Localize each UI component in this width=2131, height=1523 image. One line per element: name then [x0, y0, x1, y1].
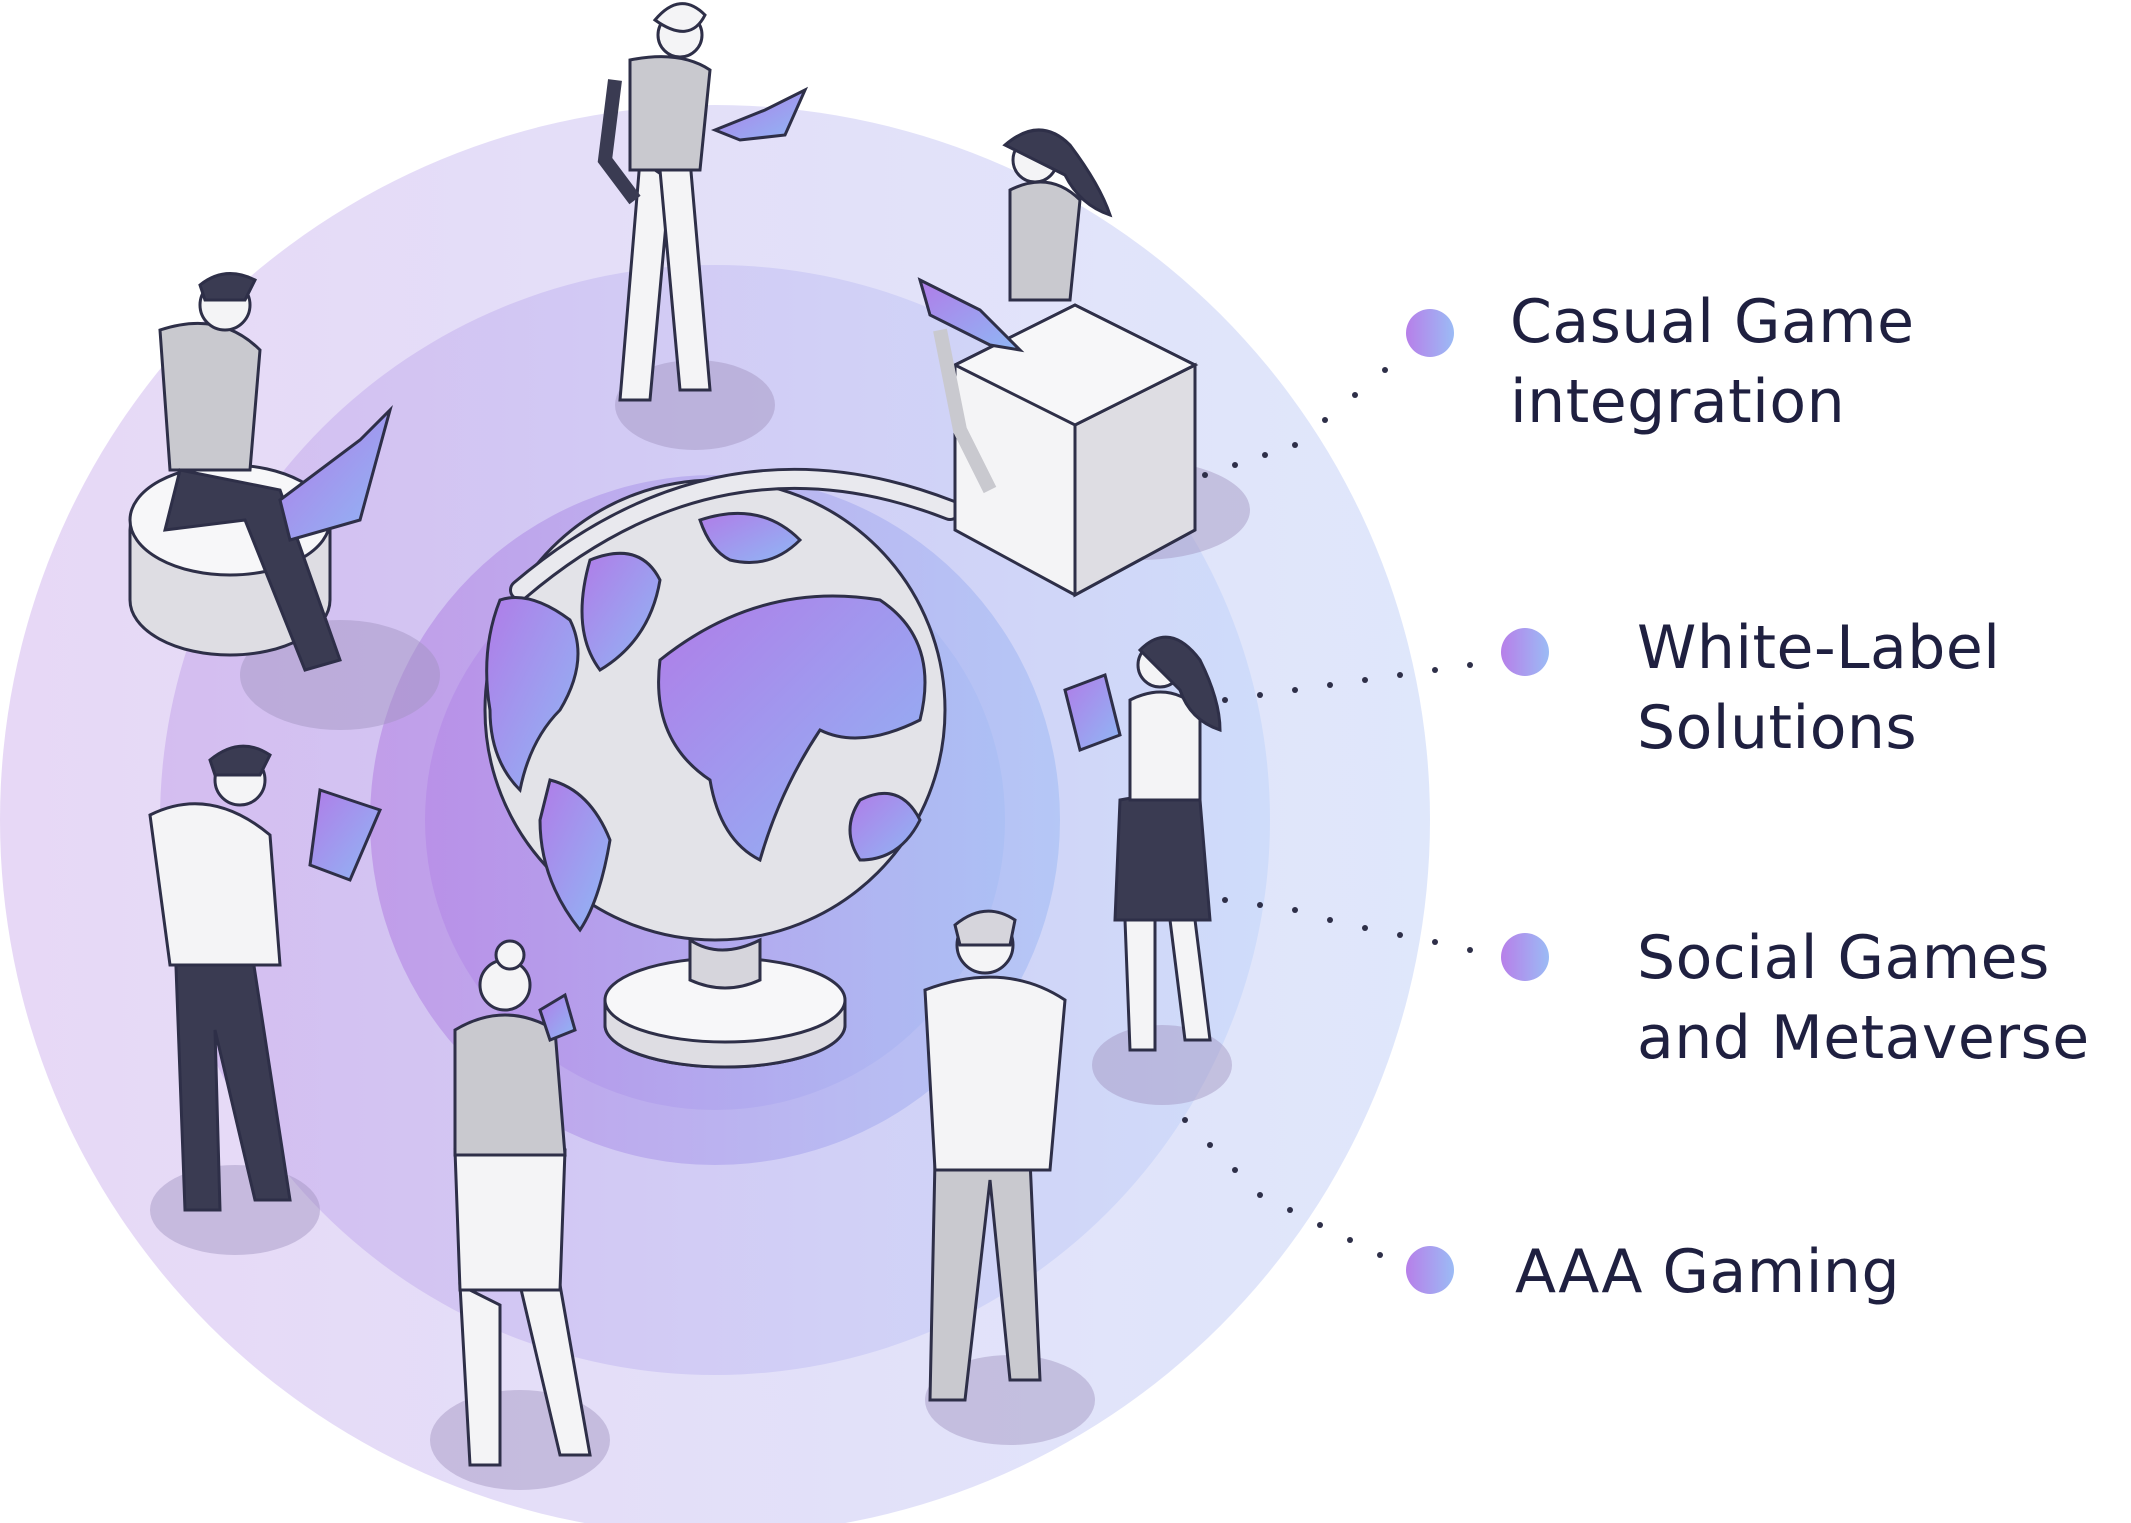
label-line: Solutions	[1637, 693, 1918, 763]
gradient-dot-icon	[1406, 309, 1454, 357]
label-line: Social Games	[1637, 923, 2050, 993]
label-casual-game-integration: Casual Game integration	[1510, 282, 1915, 442]
label-line: and Metaverse	[1637, 1003, 2090, 1073]
connector-aaa	[1182, 1117, 1383, 1258]
person-woman-tablet-right	[1063, 635, 1222, 1052]
label-line: White-Label	[1637, 613, 2001, 683]
label-line: integration	[1510, 367, 1846, 437]
label-line: AAA Gaming	[1515, 1237, 1901, 1307]
connector-social	[1222, 897, 1473, 953]
label-white-label-solutions: White-Label Solutions	[1637, 608, 2000, 768]
person-on-stool-laptop	[128, 272, 393, 672]
label-line: Casual Game	[1510, 287, 1915, 357]
connector-white	[1222, 662, 1473, 703]
label-social-games-metaverse: Social Games and Metaverse	[1637, 918, 2090, 1078]
bullets	[1406, 309, 1549, 1294]
person-on-block-laptop	[917, 128, 1199, 598]
person-man-tablet-left	[148, 744, 383, 1212]
person-woman-phone-bottom	[453, 939, 592, 1467]
gradient-dot-icon	[1406, 1246, 1454, 1294]
globe-icon	[483, 467, 961, 1069]
gradient-dot-icon	[1501, 933, 1549, 981]
person-standing-tablet-top	[597, 2, 809, 402]
gradient-dot-icon	[1501, 628, 1549, 676]
person-man-back-bottom	[923, 909, 1067, 1402]
label-aaa-gaming: AAA Gaming	[1515, 1232, 1900, 1312]
